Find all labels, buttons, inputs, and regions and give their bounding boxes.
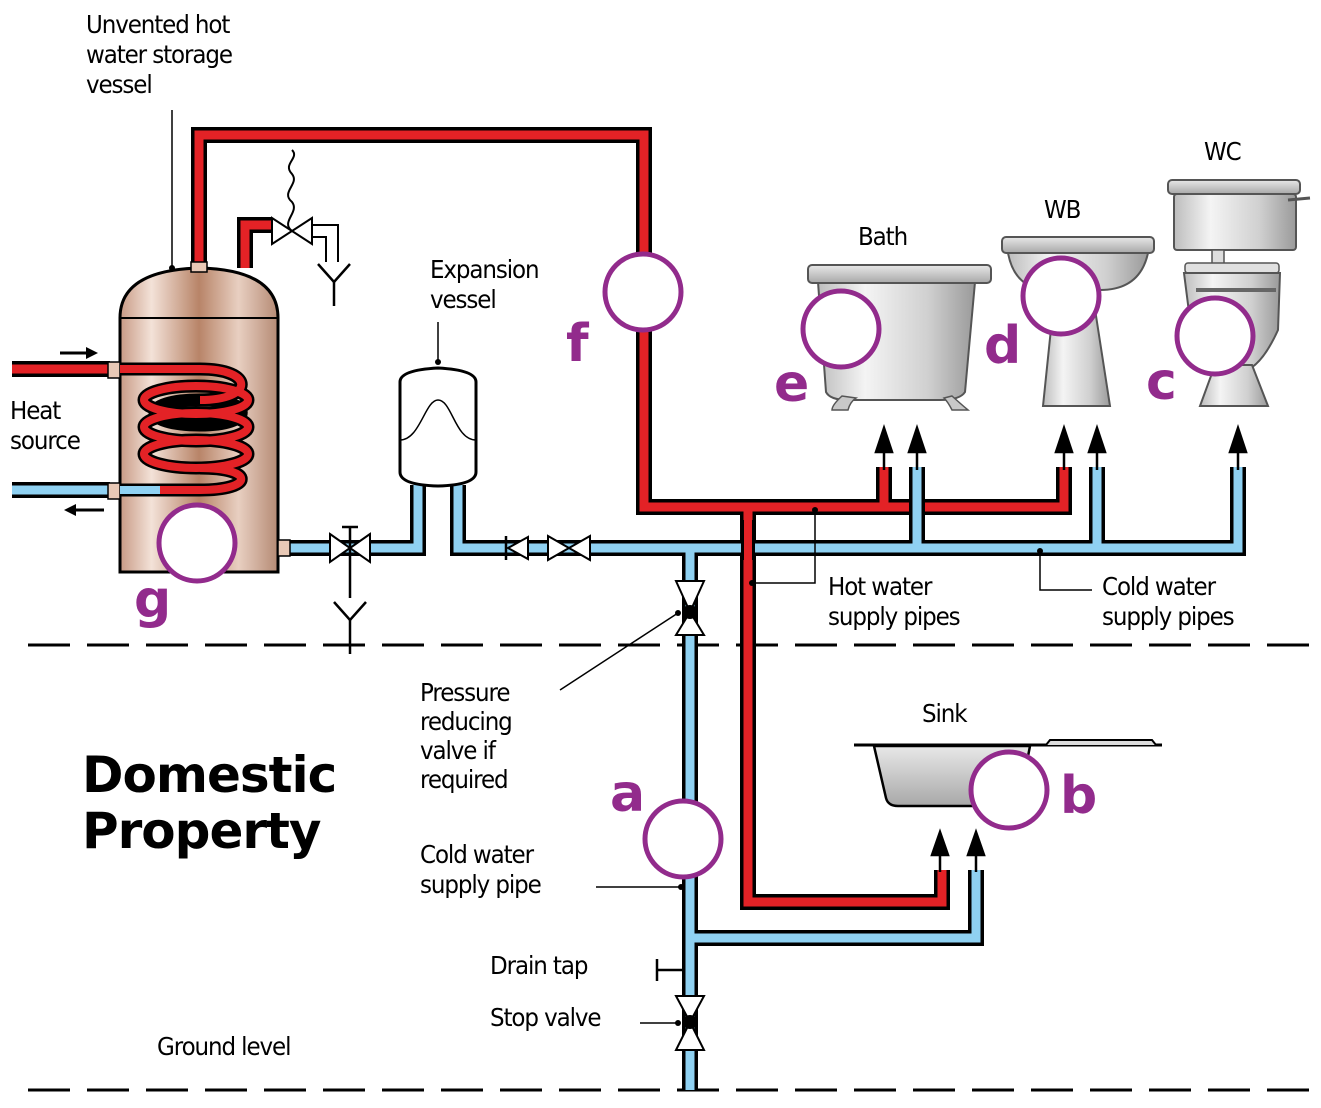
vessel-label-line: water storage	[86, 40, 233, 69]
marker-ring-g	[156, 502, 238, 584]
expansion-label-line: vessel	[430, 285, 497, 314]
marker-letter-d: d	[984, 316, 1022, 376]
vessel-label-line: vessel	[86, 70, 153, 99]
hot-supply-leader-line	[749, 507, 818, 586]
prv-label-line: Pressure	[420, 678, 510, 707]
ground-level-label: Ground level	[157, 1032, 291, 1061]
property-title-line: Property	[82, 802, 322, 860]
expansion-label-line: Expansion	[430, 255, 540, 284]
cold-pipe-leader-line	[596, 884, 684, 890]
flow-arrow-out-icon	[64, 504, 104, 516]
prv-label-line: valve if	[420, 736, 496, 765]
wc-label: WC	[1204, 137, 1242, 166]
expansion-vessel-label: Expansion vessel	[430, 255, 540, 315]
outlet-arrows	[874, 424, 1248, 872]
marker-letter-a: a	[610, 764, 646, 824]
marker-ring-d	[1020, 255, 1102, 337]
vessel-label: Unvented hot water storage vessel	[86, 10, 233, 100]
marker-ring-a	[642, 798, 724, 880]
prv-label: Pressure reducing valve if required	[420, 678, 513, 794]
marker-letter-f: f	[566, 314, 589, 374]
hot-supply-label-line: Hot water	[828, 572, 932, 601]
drain-valve-icon	[329, 525, 371, 654]
cold-pipe-label-line: supply pipe	[420, 870, 542, 899]
relief-valve-icon	[271, 149, 351, 306]
heat-source-label-line: source	[10, 426, 81, 455]
stop-valve-icon	[640, 995, 706, 1051]
heating-coil	[120, 362, 255, 497]
stop-valve-label: Stop valve	[490, 1003, 602, 1032]
hot-supply-label: Hot water supply pipes	[828, 572, 961, 632]
prv-label-line: required	[420, 765, 509, 794]
wc-fixture	[1167, 179, 1311, 407]
vessel-label-line: Unvented hot	[86, 10, 230, 39]
bath-label: Bath	[858, 222, 908, 251]
drain-tap-label: Drain tap	[490, 951, 588, 980]
cold-supply-label-line: Cold water	[1102, 572, 1216, 601]
sink-label: Sink	[922, 699, 968, 728]
marker-ring-e	[800, 288, 882, 370]
vessel-leader-line	[169, 110, 175, 271]
check-valve-icon	[504, 535, 529, 561]
marker-ring-b	[968, 749, 1050, 831]
cold-pipe-label: Cold water supply pipe	[420, 840, 542, 900]
property-title: Domestic Property	[82, 746, 337, 860]
expansion-vessel	[398, 322, 478, 488]
pressure-reducing-valve-icon	[674, 580, 706, 636]
marker-letter-g: g	[134, 570, 172, 630]
hot-supply-label-line: supply pipes	[828, 602, 961, 631]
cold-pipe-label-line: Cold water	[420, 840, 534, 869]
heat-source-label: Heat source	[10, 396, 81, 456]
prv-leader-line	[559, 610, 681, 691]
cold-supply-leader-line	[1037, 548, 1092, 591]
heat-source-label-line: Heat	[10, 396, 61, 425]
marker-letter-e: e	[774, 354, 810, 414]
marker-letter-b: b	[1060, 766, 1098, 826]
prv-label-line: reducing	[420, 707, 513, 736]
marker-letter-c: c	[1146, 352, 1177, 412]
marker-ring-f	[602, 251, 684, 333]
isolation-valve-icon	[547, 534, 591, 562]
flow-arrow-in-icon	[60, 347, 98, 359]
property-title-line: Domestic	[82, 746, 337, 804]
drain-tap-icon	[655, 959, 682, 981]
marker-ring-c	[1174, 295, 1256, 377]
cold-supply-label-line: supply pipes	[1102, 602, 1235, 631]
cold-supply-label: Cold water supply pipes	[1102, 572, 1235, 632]
wb-label: WB	[1044, 195, 1081, 224]
hot-crossing-segment	[741, 520, 755, 560]
